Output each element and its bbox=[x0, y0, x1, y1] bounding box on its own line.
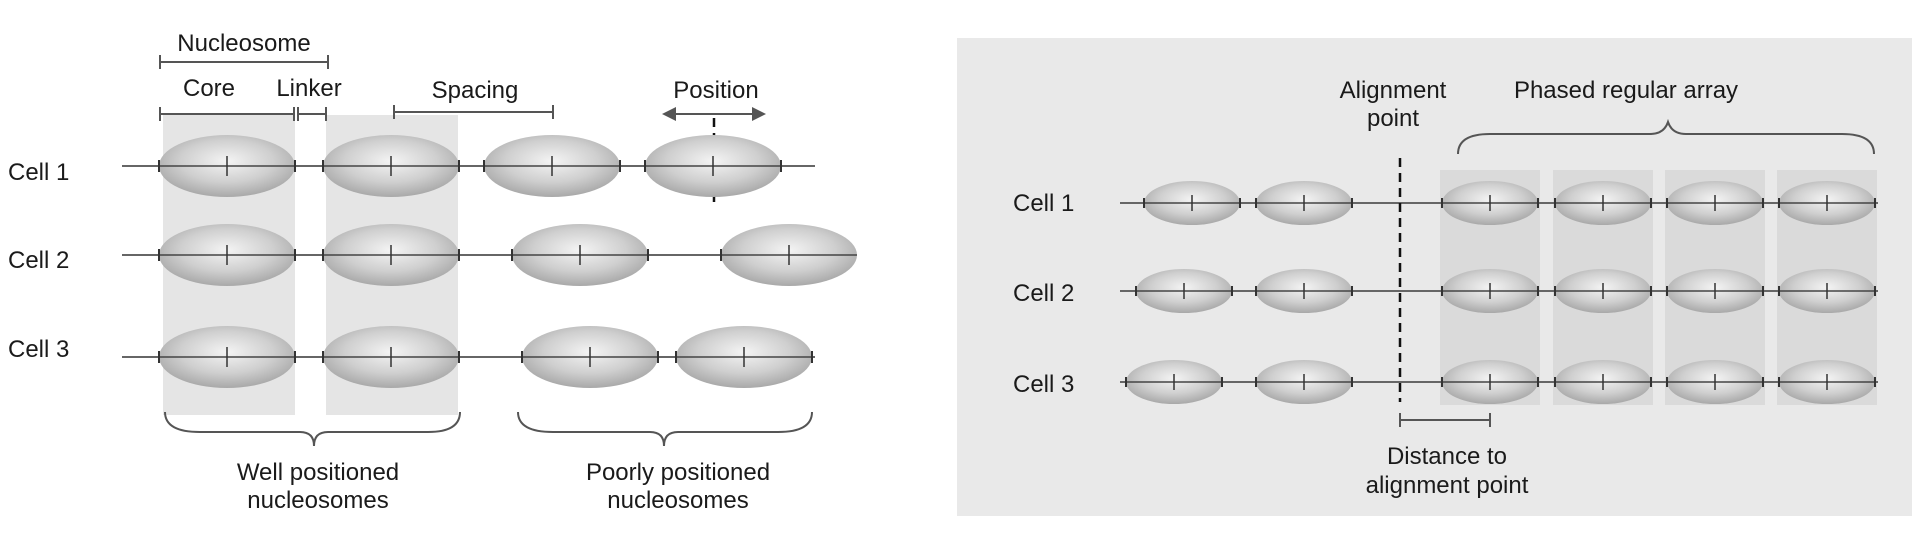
left-panel: Nucleosome Core Linker Spacing Position … bbox=[8, 30, 857, 514]
nucleosome bbox=[675, 326, 813, 388]
phased-array-label: Phased regular array bbox=[1514, 77, 1738, 104]
right-row-label-cell-1: Cell 1 bbox=[1013, 190, 1074, 217]
spacing-label: Spacing bbox=[432, 77, 519, 104]
distance-bracket bbox=[1399, 413, 1491, 427]
nucleosome bbox=[1554, 269, 1652, 313]
alignment-point-label-line-2: point bbox=[1367, 105, 1419, 132]
nucleosome bbox=[158, 224, 296, 286]
core-bracket bbox=[159, 107, 295, 121]
nucleosome-label: Nucleosome bbox=[177, 30, 310, 57]
poorly-positioned-brace bbox=[517, 411, 813, 447]
nucleosome bbox=[1255, 181, 1353, 225]
phased-array-brace bbox=[1457, 118, 1875, 155]
poorly-positioned-label-line-2: nucleosomes bbox=[607, 487, 748, 514]
nucleosome bbox=[322, 326, 460, 388]
alignment-point-label-line-1: Alignment bbox=[1340, 77, 1447, 104]
nucleosome bbox=[521, 326, 659, 388]
distance-label-line-2: alignment point bbox=[1366, 472, 1529, 499]
nucleosome bbox=[158, 135, 296, 197]
nucleosome bbox=[1778, 181, 1876, 225]
right-row-label-cell-2: Cell 2 bbox=[1013, 280, 1074, 307]
nucleosome bbox=[1554, 360, 1652, 404]
right-row-label-cell-3: Cell 3 bbox=[1013, 371, 1074, 398]
nucleosome-bracket bbox=[159, 55, 329, 69]
position-label: Position bbox=[673, 77, 758, 104]
nucleosome bbox=[720, 224, 857, 286]
core-label: Core bbox=[183, 75, 235, 102]
linker-bracket bbox=[297, 107, 327, 121]
nucleosome bbox=[158, 326, 296, 388]
well-positioned-brace bbox=[164, 411, 461, 447]
position-arrow bbox=[662, 107, 766, 121]
well-positioned-label-line-2: nucleosomes bbox=[247, 487, 388, 514]
nucleosome bbox=[1143, 181, 1241, 225]
nucleosome bbox=[1554, 181, 1652, 225]
right-panel: Alignment point Phased regular array Cel… bbox=[957, 38, 1912, 516]
distance-label-line-1: Distance to bbox=[1387, 443, 1507, 470]
well-positioned-label-line-1: Well positioned bbox=[237, 459, 399, 486]
nucleosome bbox=[1255, 360, 1353, 404]
nucleosome bbox=[1666, 360, 1764, 404]
left-row-label-cell-1: Cell 1 bbox=[8, 159, 69, 186]
nucleosome bbox=[322, 135, 460, 197]
spacing-bracket bbox=[393, 105, 554, 119]
poorly-positioned-label-line-1: Poorly positioned bbox=[586, 459, 770, 486]
nucleosome bbox=[1778, 360, 1876, 404]
nucleosome bbox=[1125, 360, 1223, 404]
nucleosome bbox=[1778, 269, 1876, 313]
nucleosome bbox=[1666, 269, 1764, 313]
nucleosome bbox=[483, 135, 621, 197]
nucleosome bbox=[1441, 269, 1539, 313]
nucleosome bbox=[1255, 269, 1353, 313]
nucleosome bbox=[322, 224, 460, 286]
nucleosome bbox=[1441, 181, 1539, 225]
nucleosome bbox=[1441, 360, 1539, 404]
left-row-label-cell-2: Cell 2 bbox=[8, 247, 69, 274]
left-row-label-cell-3: Cell 3 bbox=[8, 336, 69, 363]
nucleosome bbox=[644, 135, 782, 197]
nucleosome bbox=[1666, 181, 1764, 225]
nucleosome bbox=[1135, 269, 1233, 313]
linker-label: Linker bbox=[276, 75, 341, 102]
nucleosome bbox=[511, 224, 649, 286]
